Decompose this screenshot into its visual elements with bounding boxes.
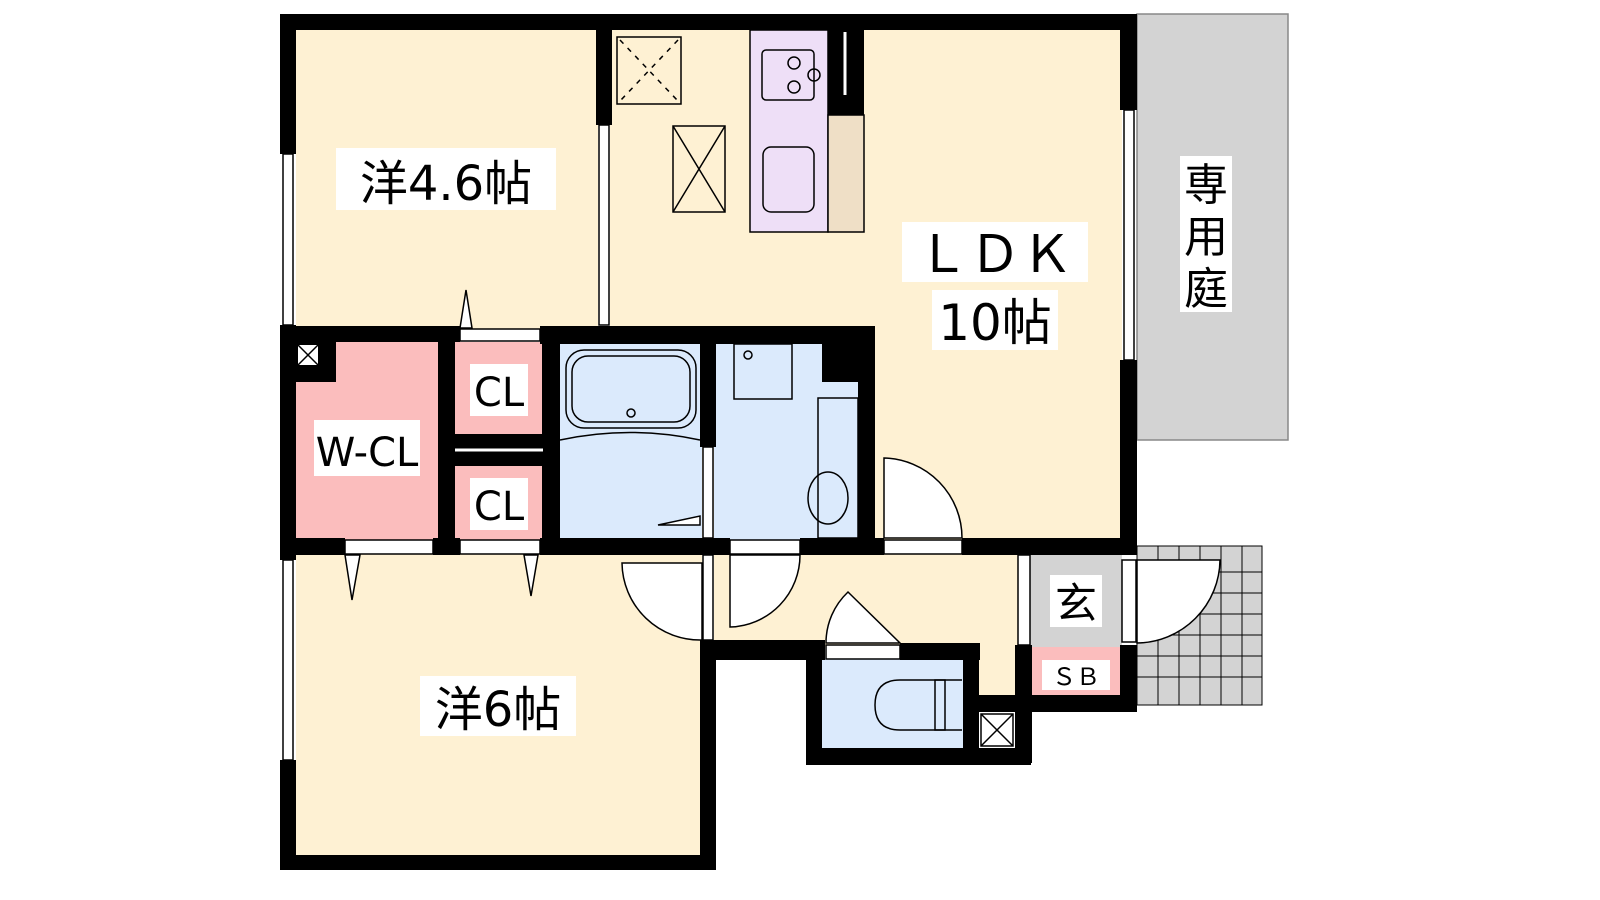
washing-machine <box>807 471 849 525</box>
bathtub <box>565 349 697 429</box>
label-garden-2: 用 <box>1184 212 1228 263</box>
sink <box>762 146 815 213</box>
stove <box>761 49 815 101</box>
label-western-4-6: 洋4.6帖 <box>360 156 532 212</box>
label-western-6: 洋6帖 <box>435 682 562 738</box>
toilet <box>874 679 962 731</box>
label-cl-1: CL <box>474 370 525 416</box>
fridge-space <box>672 125 726 213</box>
label-shoebox: ＳＢ <box>1052 663 1100 691</box>
walls <box>280 14 1137 870</box>
label-garden-3: 庭 <box>1184 264 1228 315</box>
doors <box>344 289 1221 644</box>
fixtures <box>297 36 1014 747</box>
label-entrance: 玄 <box>1055 579 1097 628</box>
label-ldk-size: 10帖 <box>938 294 1052 352</box>
label-cl-2: CL <box>474 484 525 530</box>
wash-basin <box>733 343 793 400</box>
toilet-room <box>822 658 965 750</box>
label-ldk: ＬＤＫ <box>917 225 1073 285</box>
label-garden-1: 専 <box>1184 160 1228 211</box>
windows <box>282 109 1137 761</box>
bathroom <box>558 342 702 540</box>
label-wcl: W-CL <box>316 430 419 476</box>
